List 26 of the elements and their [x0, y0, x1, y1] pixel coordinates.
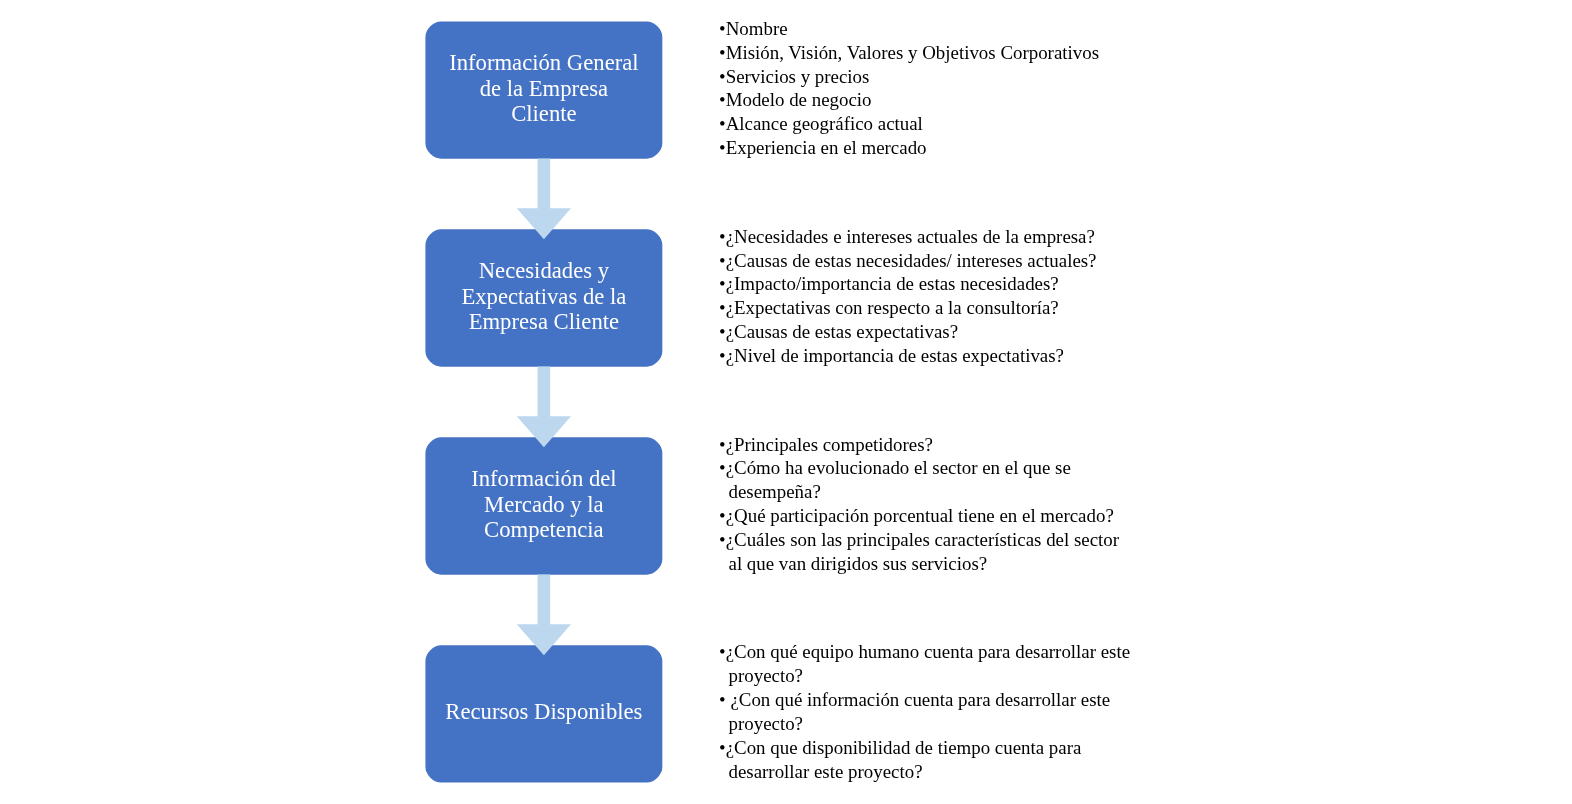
node-label: •¿Nivel de importancia de estas expectativas?	[718, 345, 1064, 367]
node-label: •¿Cómo ha evolucionado el sector en el que se desempeña?	[718, 457, 1071, 503]
node-label: •Servicios y precios	[718, 65, 869, 87]
node-label: •¿Cuáles son las principales características del sector al que van dirigidos sus servicios?	[718, 529, 1119, 575]
node-label: •Alcance geográfico actual	[718, 113, 923, 135]
node-label: •¿Causas de estas necesidades/ intereses actuales?	[718, 249, 1097, 271]
node-box: Información del Mercado y la Competencia	[424, 437, 662, 575]
node-label: •¿Necesidades e intereses actuales de la empresa?	[718, 225, 1095, 247]
arrow	[516, 366, 571, 448]
node-label: • ¿Con qué información cuenta para desarrollar este proyecto?	[718, 689, 1110, 735]
arrow	[516, 158, 571, 240]
node-label: •Nombre	[718, 17, 788, 39]
node-label: •¿Causas de estas expectativas?	[718, 321, 958, 343]
node-label: •¿Principales competidores?	[718, 433, 933, 455]
node-box: Necesidades y Expectativas de la Empresa Cliente	[424, 229, 662, 367]
node-box: Recursos Disponibles	[424, 645, 662, 783]
node-label: •¿Con que disponibilidad de tiempo cuenta para desarrollar este proyecto?	[718, 737, 1081, 783]
node-label: •¿Expectativas con respecto a la consultoría?	[718, 297, 1059, 319]
node-label: •¿Qué participación porcentual tiene en el mercado?	[718, 505, 1114, 527]
node-box: Información General de la Empresa Cliente	[424, 21, 662, 159]
node-label: •¿Impacto/importancia de estas necesidades?	[718, 273, 1059, 295]
arrow	[516, 574, 571, 656]
node-label: •Experiencia en el mercado	[718, 137, 927, 159]
node-label: •Modelo de negocio	[718, 89, 872, 111]
node-label: •Misión, Visión, Valores y Objetivos Corporativos	[718, 41, 1099, 63]
node-label: •¿Con qué equipo humano cuenta para desarrollar este proyecto?	[718, 641, 1130, 687]
